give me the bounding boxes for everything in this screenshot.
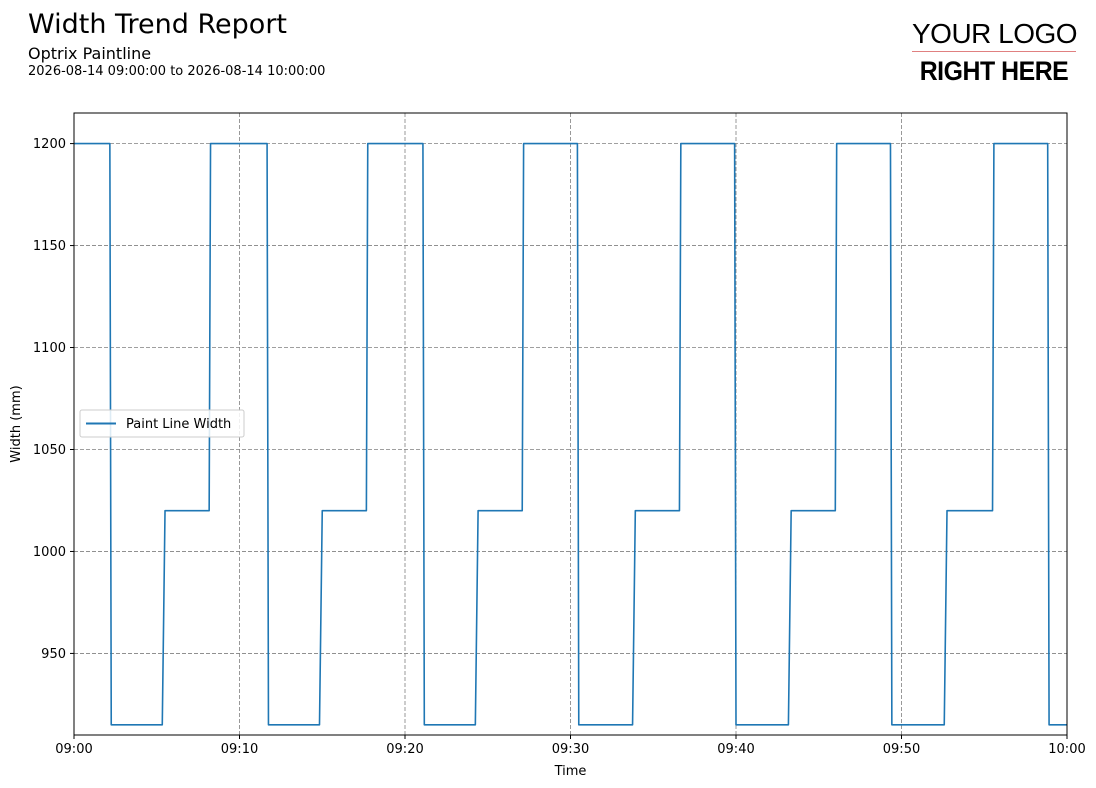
logo-line-2: RIGHT HERE (919, 56, 1069, 86)
y-tick-label: 950 (41, 647, 66, 662)
y-tick-label: 1150 (33, 239, 66, 254)
y-tick-label: 1200 (33, 137, 66, 152)
x-tick-label: 10:00 (1048, 742, 1085, 757)
report-date-range: 2026-08-14 09:00:00 to 2026-08-14 10:00:… (28, 64, 326, 79)
legend-label: Paint Line Width (126, 417, 231, 432)
series-line-paint-line-width (74, 142, 1067, 726)
y-axis-label: Width (mm) (9, 385, 24, 462)
axis-ticks: 950 1000 1050 1100 1150 1200 09:00 09:10 09:20 09… (33, 137, 1086, 757)
x-tick-label: 09:30 (552, 742, 589, 757)
logo-line-1: YOUR LOGO (912, 18, 1078, 49)
x-tick-label: 09:40 (717, 742, 754, 757)
logo-divider (912, 51, 1076, 52)
x-axis-label: Time (554, 764, 587, 779)
x-tick-label: 09:50 (883, 742, 920, 757)
x-tick-label: 09:10 (221, 742, 258, 757)
x-tick-label: 09:00 (55, 742, 92, 757)
legend-box (79, 409, 245, 438)
y-tick-label: 1100 (33, 341, 66, 356)
series-layer (74, 142, 1067, 726)
x-tick-label: 09:20 (386, 742, 423, 757)
y-tick-label: 1050 (33, 443, 66, 458)
logo-placeholder: YOUR LOGO RIGHT HERE (912, 18, 1078, 86)
report-title: Width Trend Report (28, 9, 288, 40)
legend: Paint Line Width (79, 409, 245, 438)
report-subtitle: Optrix Paintline (28, 44, 152, 63)
y-tick-label: 1000 (33, 545, 66, 560)
